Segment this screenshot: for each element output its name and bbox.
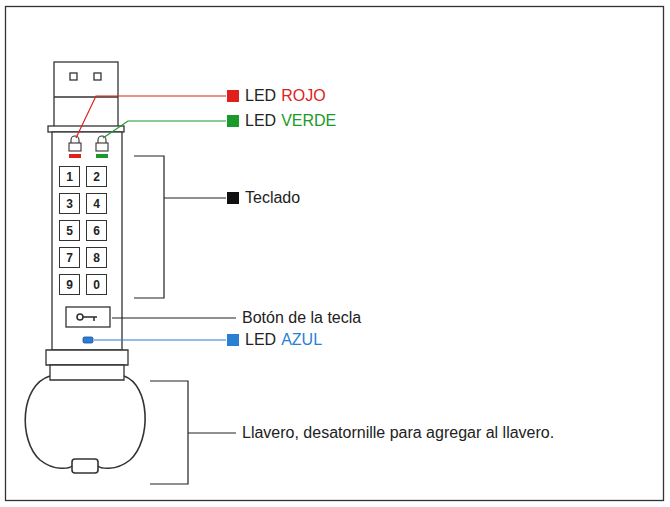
green-marker [227,115,239,127]
keyring [25,376,145,473]
keypad-key: 8 [86,247,107,268]
keypad-key: 3 [59,193,80,214]
key-digit: 8 [93,251,100,265]
callout-text: ROJO [281,87,325,105]
callout-text: LED [245,331,276,349]
callout-label: Teclado [245,189,300,207]
callout-text: Teclado [245,189,300,207]
callout-text: AZUL [281,331,322,349]
leader-lines [76,96,236,484]
callout-text: Llavero, desatornille para agregar al ll… [242,424,554,442]
callout-label: LED VERDE [245,112,336,130]
key-digit: 2 [93,170,100,184]
blue-marker [227,334,239,346]
callout-text: LED [245,112,276,130]
key-digit: 3 [66,197,73,211]
key-digit: 1 [66,170,73,184]
drive-body [46,126,128,380]
keypad-key: 0 [86,274,107,295]
callout-label: Llavero, desatornille para agregar al ll… [242,424,554,442]
key-digit: 7 [66,251,73,265]
callout-label: Botón de la tecla [242,309,361,327]
red-led [69,154,81,158]
keypad-key: 7 [59,247,80,268]
callout-text: Botón de la tecla [242,309,361,327]
key-digit: 9 [66,278,73,292]
key-icon [77,314,97,321]
keypad-key: 5 [59,220,80,241]
frame [6,7,664,501]
keypad-key: 2 [86,166,107,187]
black-marker [227,192,239,204]
key-digit: 6 [93,224,100,238]
keypad-key: 6 [86,220,107,241]
key-button [66,307,110,327]
red-marker [227,90,239,102]
callout-text: LED [245,87,276,105]
callout-label: LED AZUL [245,331,322,349]
key-digit: 5 [66,224,73,238]
keypad-key: 1 [59,166,80,187]
key-digit: 0 [93,278,100,292]
led-icons [69,136,108,151]
key-digit: 4 [93,197,100,211]
callout-text: VERDE [281,112,336,130]
keypad-key: 9 [59,274,80,295]
callout-label: LED ROJO [245,87,326,105]
blue-led [83,337,93,343]
keypad-key: 4 [86,193,107,214]
green-led [96,154,108,158]
